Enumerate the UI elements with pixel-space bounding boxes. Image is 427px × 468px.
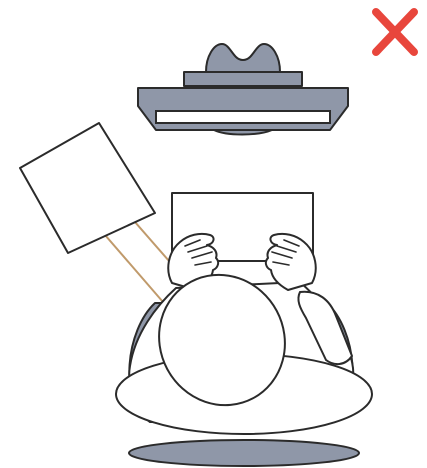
monitor-icon bbox=[138, 44, 348, 135]
cross-icon bbox=[376, 12, 414, 52]
floor-shadow bbox=[129, 440, 359, 466]
person-top-view-icon bbox=[116, 234, 372, 434]
document-holder-icon bbox=[20, 123, 155, 253]
